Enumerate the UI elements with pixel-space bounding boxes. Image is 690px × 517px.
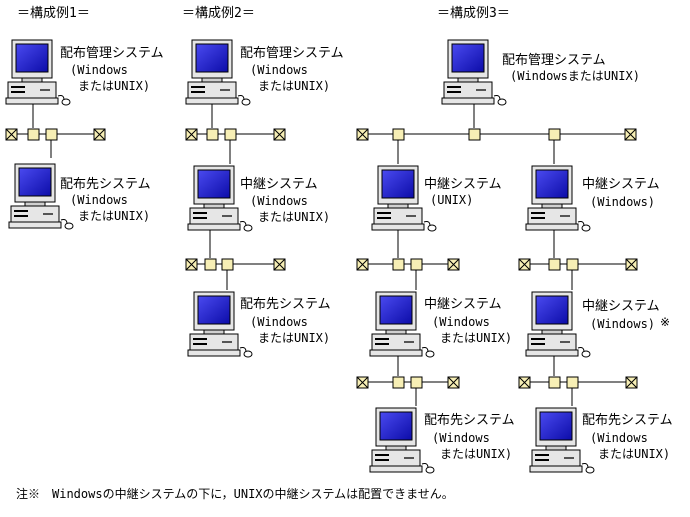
config3-left-lan2-terminator-right-icon (447, 376, 460, 389)
config3-right-lan2-terminator-right-icon (625, 376, 638, 389)
config3-main-lan-terminator-right-icon (624, 128, 637, 141)
config1-group: ＝構成例1＝ 配布管理システム (Windows またはUNIX) 配布先システ… (5, 6, 164, 230)
config3-management-os: (WindowsまたはUNIX) (510, 69, 640, 83)
config3-left-lan2-node-relay2 (392, 376, 405, 389)
config3-right-relay2-note-mark: ※ (660, 315, 670, 329)
config2-lan2-node-relay (204, 258, 217, 271)
config2-lan2-node-dest (221, 258, 234, 271)
config1-destination-os-line2: またはUNIX) (78, 209, 150, 223)
config3-left-relay2-os-line1: (Windows (432, 315, 490, 329)
config2-management-os-line1: (Windows (250, 63, 308, 77)
config3-left-relay1-label: 中継システム (424, 177, 502, 192)
config3-right-relay2-computer-icon (525, 291, 591, 358)
config3-right-relay1-os: (Windows) (590, 195, 655, 209)
config3-management-computer-icon (441, 39, 507, 106)
config2-management-os-line2: またはUNIX) (258, 79, 330, 93)
config3-right-lan1-node-relay1 (548, 258, 561, 271)
config1-title: ＝構成例1＝ (17, 6, 90, 21)
config3-right-lan1-node-relay2 (566, 258, 579, 271)
config2-destination-label: 配布先システム (240, 297, 331, 312)
config1-node-dest (45, 128, 58, 141)
config2-lan1-node-mgmt (206, 128, 219, 141)
config1-destination-os-line1: (Windows (70, 193, 128, 207)
config3-right-relay1-label: 中継システム (582, 177, 660, 192)
config2-destination-os-line2: またはUNIX) (258, 331, 330, 345)
config3-management-label: 配布管理システム (502, 53, 606, 68)
config3-main-lan-terminator-left-icon (356, 128, 369, 141)
config3-right-relay2-label: 中継システム (582, 299, 660, 314)
config3-left-relay2-os-line2: またはUNIX) (440, 331, 512, 345)
config3-right-lan1-terminator-left-icon (518, 258, 531, 271)
config3-right-destination-os-line1: (Windows (590, 431, 648, 445)
config1-lan-terminator-left-icon (5, 128, 18, 141)
config3-right-destination-os-line2: またはUNIX) (598, 447, 670, 461)
config3-left-lan2-terminator-left-icon (356, 376, 369, 389)
config3-left-destination-os-line1: (Windows (432, 431, 490, 445)
config3-left-destination-label: 配布先システム (424, 413, 515, 428)
config3-group: ＝構成例3＝ 配布管理システム (WindowsまたはUNIX) 中継システム … (356, 6, 673, 474)
config2-relay-computer-icon (187, 165, 253, 232)
config2-relay-os-line2: またはUNIX) (258, 210, 330, 224)
config2-relay-os-line1: (Windows (250, 194, 308, 208)
config3-right-lan2-node-dest (566, 376, 579, 389)
config3-left-relay1-os: (UNIX) (430, 193, 473, 207)
config3-left-relay2-label: 中継システム (424, 297, 502, 312)
config1-management-os-line1: (Windows (70, 63, 128, 77)
config3-left-lan1-terminator-left-icon (356, 258, 369, 271)
config2-lan2-terminator-right-icon (273, 258, 286, 271)
config1-management-os-line2: またはUNIX) (78, 79, 150, 93)
config1-management-label: 配布管理システム (60, 46, 164, 61)
config3-main-node-mgmt (468, 128, 481, 141)
config1-destination-computer-icon (8, 163, 74, 230)
config3-left-lan1-node-relay1 (392, 258, 405, 271)
config2-lan1-node-relay (224, 128, 237, 141)
config3-title: ＝構成例3＝ (437, 6, 510, 21)
config3-main-node-left-relay (392, 128, 405, 141)
config2-relay-label: 中継システム (240, 177, 318, 192)
config2-lan1-terminator-right-icon (273, 128, 286, 141)
config2-group: ＝構成例2＝ 配布管理システム (Windows またはUNIX) 中継システム… (182, 6, 344, 358)
config1-lan-terminator-right-icon (93, 128, 106, 141)
config3-right-lan2-node-relay2 (548, 376, 561, 389)
config3-right-destination-label: 配布先システム (582, 413, 673, 428)
config3-left-lan1-terminator-right-icon (447, 258, 460, 271)
config2-destination-os-line1: (Windows (250, 315, 308, 329)
config3-left-lan2-node-dest (410, 376, 423, 389)
config3-right-relay2-os: (Windows) (590, 317, 655, 331)
config3-main-node-right-relay (548, 128, 561, 141)
config2-lan2-terminator-left-icon (185, 258, 198, 271)
config3-left-lan1-node-relay2 (410, 258, 423, 271)
config2-title: ＝構成例2＝ (182, 6, 255, 21)
config3-left-relay1-computer-icon (371, 165, 437, 232)
config2-management-label: 配布管理システム (240, 46, 344, 61)
config3-right-lan1-terminator-right-icon (625, 258, 638, 271)
config3-right-lan2-terminator-left-icon (518, 376, 531, 389)
footnote: 注※ Windowsの中継システムの下に，UNIXの中継システムは配置できません… (16, 486, 454, 501)
config3-right-relay1-computer-icon (525, 165, 591, 232)
config1-destination-label: 配布先システム (60, 177, 151, 192)
config3-left-destination-os-line2: またはUNIX) (440, 447, 512, 461)
config1-node-mgmt (27, 128, 40, 141)
config2-lan1-terminator-left-icon (185, 128, 198, 141)
